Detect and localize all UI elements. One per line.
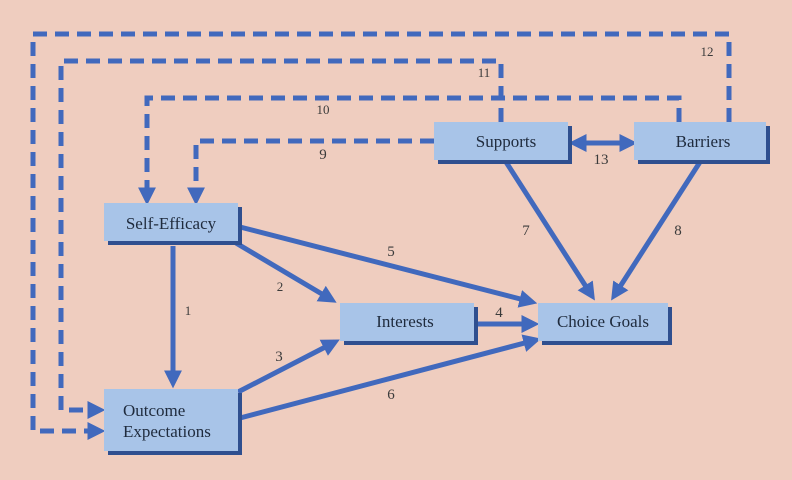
edge-9-dashed-path: [187, 138, 434, 206]
edge-3-arrow: [236, 339, 340, 395]
edge-8-arrow: [611, 160, 703, 301]
node-barriers: Barriers: [634, 122, 770, 164]
edge-13-label: 13: [594, 152, 609, 168]
node-choice-goals: Choice Goals: [538, 303, 672, 345]
edge-11-label: 11: [478, 65, 491, 80]
edge-6-arrow: [239, 334, 542, 421]
edge-7-label: 7: [522, 223, 530, 239]
node-supports: Supports: [434, 122, 572, 164]
node-self-efficacy-label: Self-Efficacy: [126, 214, 217, 233]
node-interests-label: Interests: [376, 312, 434, 331]
node-outcome-expectations-label-line2: Expectations: [123, 422, 211, 441]
edge-12-dashed-path: [30, 31, 732, 440]
edge-10-dashed-path: [138, 95, 682, 206]
edge-12-label: 12: [701, 44, 714, 59]
edge-5-label: 5: [387, 244, 395, 260]
edge-8-label: 8: [674, 223, 682, 239]
edge-10-label: 10: [317, 102, 330, 117]
edge-9-label: 9: [319, 147, 327, 163]
edge-2-arrow: [234, 240, 337, 303]
edge-7-arrow: [503, 160, 595, 301]
node-interests: Interests: [340, 303, 478, 345]
node-outcome-expectations: Outcome Expectations: [104, 389, 242, 455]
node-outcome-expectations-label-line1: Outcome: [123, 401, 185, 420]
edge-4-label: 4: [495, 305, 503, 321]
node-barriers-label: Barriers: [676, 132, 731, 151]
node-supports-label: Supports: [476, 132, 536, 151]
edge-3-label: 3: [275, 349, 283, 365]
edge-2-label: 2: [277, 279, 284, 294]
edge-5-arrow: [239, 224, 538, 308]
node-choice-goals-label: Choice Goals: [557, 312, 649, 331]
edge-1-label: 1: [185, 303, 192, 318]
node-self-efficacy: Self-Efficacy: [104, 203, 242, 245]
edge-11-dashed-path: [58, 58, 504, 419]
edge-6-label: 6: [387, 387, 395, 403]
